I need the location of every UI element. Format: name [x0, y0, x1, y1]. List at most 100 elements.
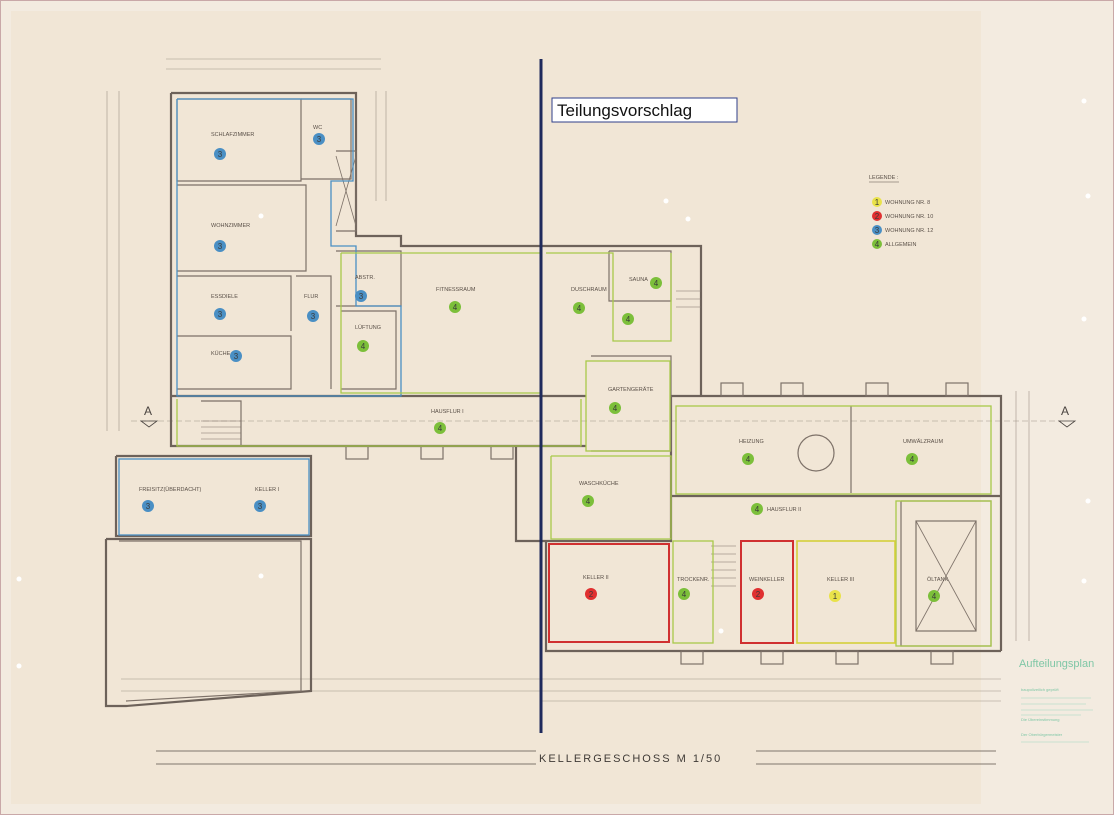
room-badge: 3 [142, 500, 154, 512]
room-label: FLUR [304, 294, 318, 300]
room-label: SAUNA [629, 277, 648, 283]
room-badge: 3 [355, 290, 367, 302]
room-badge: 1 [829, 590, 841, 602]
room-badge: 4 [650, 277, 662, 289]
stamp-line: Die Übereinstimmung [1021, 717, 1059, 722]
room-label: LÜFTUNG [355, 324, 381, 331]
room-label: WEINKELLER [749, 577, 784, 583]
svg-text:3: 3 [234, 352, 239, 361]
legend-title: LEGENDE : [869, 175, 899, 181]
svg-text:3: 3 [218, 310, 223, 319]
room-badge: 4 [582, 495, 594, 507]
title-block: KELLERGESCHOSS M 1/50 [156, 750, 996, 765]
room-badge: 3 [254, 500, 266, 512]
room-badge: 4 [449, 301, 461, 313]
room-badge: 4 [751, 503, 763, 515]
room-badge: 3 [214, 308, 226, 320]
room-badge: 4 [906, 453, 918, 465]
svg-text:3: 3 [875, 226, 880, 235]
stamp-title: Aufteilungsplan [1019, 658, 1094, 670]
svg-text:ALLGEMEIN: ALLGEMEIN [885, 242, 917, 248]
svg-text:1: 1 [833, 592, 838, 601]
approval-stamp: Aufteilungsplan baupolizeilich geprüft D… [1019, 658, 1094, 743]
room-label: HAUSFLUR I [431, 409, 464, 415]
svg-text:4: 4 [654, 279, 659, 288]
svg-text:4: 4 [682, 590, 687, 599]
svg-text:3: 3 [146, 502, 151, 511]
room-badge: 3 [214, 240, 226, 252]
section-mark-left: A [144, 404, 152, 418]
room-label: ÖLTANK [927, 576, 949, 583]
room-label: GARTENGERÄTE [608, 386, 654, 393]
legend-item: 3 WOHNUNG NR. 12 [872, 225, 933, 235]
svg-text:2: 2 [875, 212, 880, 221]
svg-text:WOHNUNG NR. 12: WOHNUNG NR. 12 [885, 228, 933, 234]
zone-outlines [118, 98, 992, 647]
floor-title: KELLERGESCHOSS M 1/50 [539, 753, 722, 765]
division-note: Teilungsvorschlag [551, 97, 738, 123]
room-label: WASCHKÜCHE [579, 480, 619, 487]
room-label: KELLER II [583, 575, 609, 581]
room-label: KÜCHE [211, 350, 231, 357]
room-label: FREISITZ(ÜBERDACHT) [139, 486, 202, 493]
svg-text:4: 4 [875, 240, 880, 249]
room-badge: 4 [573, 302, 585, 314]
room-badges: 3 3 3 3 3 3 3 4 4 4 4 4 4 4 4 4 3 3 4 4 … [142, 133, 940, 602]
room-badge: 4 [357, 340, 369, 352]
section-mark-right: A [1061, 404, 1069, 418]
walls [104, 91, 1003, 708]
room-label: FITNESSRAUM [436, 287, 476, 293]
stamp-line: Der Oberbürgermeister [1021, 732, 1063, 737]
svg-text:4: 4 [453, 303, 458, 312]
legend-item: 2 WOHNUNG NR. 10 [872, 211, 933, 221]
svg-text:4: 4 [746, 455, 751, 464]
dimension-lines [106, 58, 1061, 702]
room-badge: 4 [609, 402, 621, 414]
room-label: KELLER III [827, 577, 855, 583]
svg-text:4: 4 [586, 497, 591, 506]
room-badge: 3 [313, 133, 325, 145]
room-labels: SCHLAFZIMMER WC WOHNZIMMER ESSDIELE FLUR… [139, 125, 949, 583]
room-label: SCHLAFZIMMER [211, 132, 254, 138]
svg-text:4: 4 [910, 455, 915, 464]
room-badge: 4 [678, 588, 690, 600]
svg-text:1: 1 [875, 198, 880, 207]
svg-text:WOHNUNG NR. 10: WOHNUNG NR. 10 [885, 214, 933, 220]
room-label: DUSCHRAUM [571, 287, 607, 293]
svg-text:2: 2 [756, 590, 761, 599]
svg-text:4: 4 [577, 304, 582, 313]
room-label: ABSTR. [355, 275, 375, 281]
room-label: WOHNZIMMER [211, 223, 250, 229]
room-badge: 4 [742, 453, 754, 465]
svg-text:2: 2 [589, 590, 594, 599]
svg-text:3: 3 [359, 292, 364, 301]
svg-text:3: 3 [311, 312, 316, 321]
room-badge: 3 [230, 350, 242, 362]
svg-text:4: 4 [626, 315, 631, 324]
room-badge: 2 [585, 588, 597, 600]
svg-text:4: 4 [755, 505, 760, 514]
room-label: TROCKENR. [677, 577, 710, 583]
division-note-text: Teilungsvorschlag [557, 101, 692, 120]
svg-text:4: 4 [613, 404, 618, 413]
svg-text:4: 4 [932, 592, 937, 601]
room-label: KELLER I [255, 487, 280, 493]
room-label: ESSDIELE [211, 294, 238, 300]
svg-text:3: 3 [218, 150, 223, 159]
legend-item: 4 ALLGEMEIN [872, 239, 917, 249]
stamp-line: baupolizeilich geprüft [1021, 687, 1059, 692]
section-markers: A A [139, 404, 1077, 428]
svg-text:3: 3 [218, 242, 223, 251]
svg-text:3: 3 [317, 135, 322, 144]
room-badge: 3 [307, 310, 319, 322]
svg-text:4: 4 [438, 424, 443, 433]
room-label: HAUSFLUR II [767, 507, 802, 513]
punch-holes [16, 98, 1091, 669]
room-label: HEIZUNG [739, 439, 764, 445]
svg-text:3: 3 [258, 502, 263, 511]
room-badge: 3 [214, 148, 226, 160]
